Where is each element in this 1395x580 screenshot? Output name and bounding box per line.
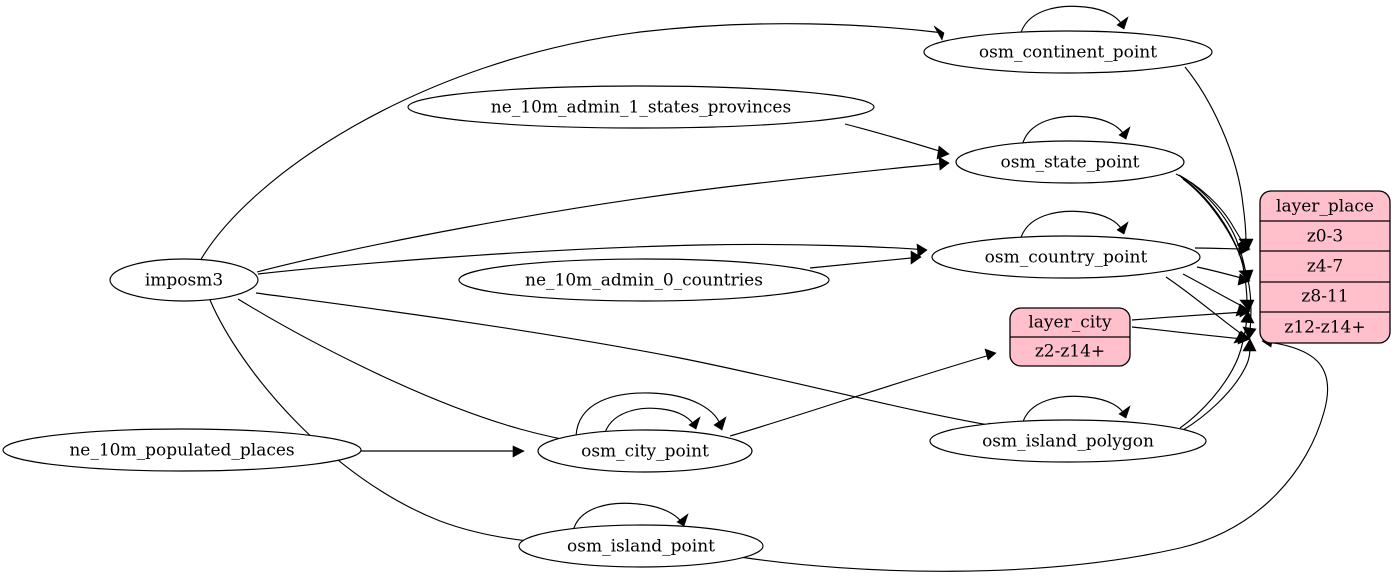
self-loop-osm-city-point-inner (603, 407, 701, 437)
record-node-layer-city[interactable]: layer_city z2-z14+ (1009, 307, 1131, 367)
self-loop-osm-country-point (1019, 210, 1129, 242)
record-node-layer-place[interactable]: layer_place z0-3 z4-7 z8-11 z12-z14+ (1259, 190, 1391, 344)
node-osm-island-polygon[interactable]: osm_island_polygon (929, 419, 1207, 463)
record-layer-place-row-z8-11[interactable]: z8-11 (1301, 287, 1348, 307)
edge-osm-city-point-to-layer-city-z2-z14 (729, 348, 997, 437)
record-layer-place-row-z12-z14[interactable]: z12-z14+ (1284, 318, 1365, 338)
node-osm-island-polygon-label: osm_island_polygon (982, 432, 1154, 452)
edge-osm-island-polygon-to-layer-place-z12-z14 (1182, 338, 1257, 431)
node-osm-continent-point-label: osm_continent_point (979, 43, 1157, 63)
record-layer-place-row-z0-3[interactable]: z0-3 (1307, 227, 1343, 247)
self-loop-osm-continent-point (1019, 5, 1129, 37)
record-layer-city-header: layer_city (1028, 313, 1112, 333)
record-layer-place-row-z4-7[interactable]: z4-7 (1307, 257, 1343, 277)
node-osm-state-point-label: osm_state_point (1001, 153, 1140, 173)
edge-osm-country-point-to-layer-place-z4-7 (1196, 266, 1251, 286)
record-node-layer: layer_place z0-3 z4-7 z8-11 z12-z14+ lay… (1009, 190, 1391, 367)
edge-osm-island-polygon-to-layer-place-z8-11 (1179, 310, 1255, 429)
edge-layer-city-to-layer-place-z8-11 (1131, 305, 1251, 321)
node-ne-10m-admin-1-states-provinces-label: ne_10m_admin_1_states_provinces (491, 98, 791, 118)
edge-imposm3-to-osm-island-point (209, 299, 553, 552)
node-osm-city-point[interactable]: osm_city_point (537, 429, 753, 473)
node-ne-10m-populated-places[interactable]: ne_10m_populated_places (2, 428, 362, 472)
node-osm-country-point-label: osm_country_point (985, 248, 1148, 268)
edge-imposm3-to-osm-continent-point (199, 23, 945, 262)
node-osm-continent-point[interactable]: osm_continent_point (923, 30, 1213, 74)
edge-ne-states-provinces-to-osm-state-point (844, 123, 950, 160)
edge-osm-state-point-to-layer-place-z0-3 (1175, 173, 1250, 251)
node-ne-10m-admin-0-countries[interactable]: ne_10m_admin_0_countries (458, 258, 830, 302)
edge-imposm3-to-osm-country-point (257, 243, 928, 275)
edge-layer-city-to-layer-place-z12-z14 (1131, 326, 1251, 345)
node-layer: imposm3 ne_10m_populated_places ne_10m_a… (2, 30, 1213, 568)
edge-ne-admin-0-countries-to-osm-country-point (809, 250, 922, 269)
edge-imposm3-to-osm-island-polygon (255, 292, 1001, 436)
node-osm-country-point[interactable]: osm_country_point (931, 235, 1201, 279)
edge-layer (199, 5, 1329, 572)
edge-imposm3-to-osm-state-point (256, 156, 950, 273)
node-imposm3[interactable]: imposm3 (109, 258, 259, 302)
node-osm-island-point[interactable]: osm_island_point (518, 524, 764, 568)
self-loop-osm-state-point (1021, 115, 1131, 147)
edge-ne-populated-places-to-osm-city-point (361, 445, 525, 458)
edge-osm-country-point-to-layer-place-z0-3 (1194, 243, 1251, 256)
node-ne-10m-populated-places-label: ne_10m_populated_places (69, 441, 294, 461)
node-osm-state-point[interactable]: osm_state_point (955, 140, 1185, 184)
self-loop-osm-island-polygon (1021, 395, 1131, 426)
node-ne-10m-admin-0-countries-label: ne_10m_admin_0_countries (525, 271, 763, 291)
self-loop-osm-island-point (572, 502, 689, 532)
record-layer-place-header: layer_place (1276, 197, 1374, 217)
edge-osm-continent-point-to-layer-place-z0-3 (1184, 66, 1254, 251)
node-osm-city-point-label: osm_city_point (581, 442, 709, 462)
node-ne-10m-admin-1-states-provinces[interactable]: ne_10m_admin_1_states_provinces (407, 85, 875, 129)
node-osm-island-point-label: osm_island_point (567, 537, 715, 557)
self-loop-osm-city-point-outer (575, 392, 727, 437)
edge-imposm3-to-osm-city-point (237, 298, 585, 451)
node-imposm3-label: imposm3 (145, 271, 223, 291)
record-layer-city-row-z2-z14[interactable]: z2-z14+ (1035, 342, 1105, 362)
